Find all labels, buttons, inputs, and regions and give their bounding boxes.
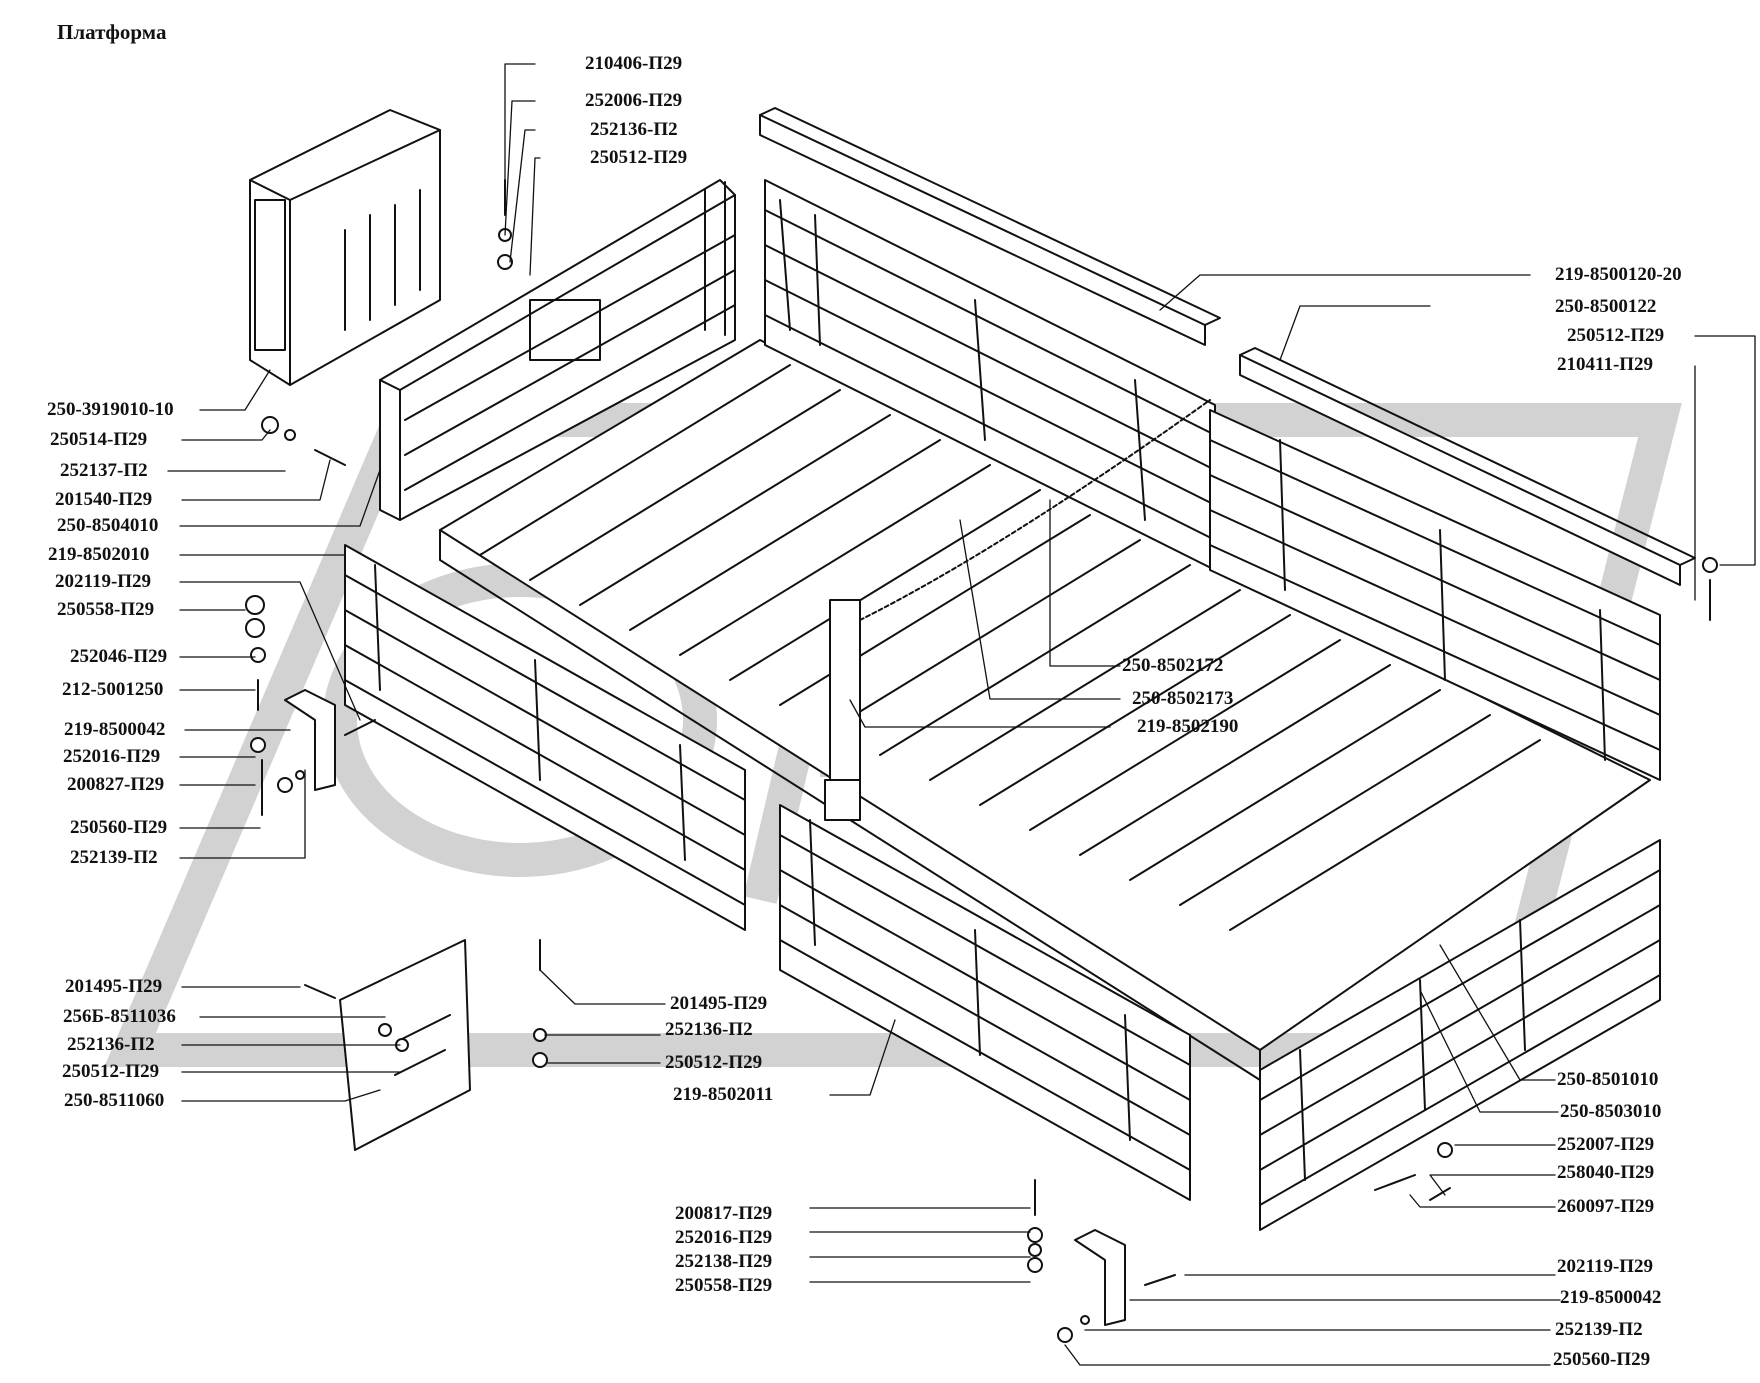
left-side-board xyxy=(344,544,746,931)
part-label: 252136-П2 xyxy=(67,1034,155,1055)
part-label: 252046-П29 xyxy=(70,646,168,667)
part-label: 201495-П29 xyxy=(670,993,768,1014)
part-label: 210411-П29 xyxy=(1557,354,1654,375)
part-label: 201540-П29 xyxy=(55,489,153,510)
part-label: 219-8500042 xyxy=(64,719,166,740)
part-label: 250-8503010 xyxy=(1560,1101,1662,1122)
part-label: 250512-П29 xyxy=(62,1061,160,1082)
bracket-left xyxy=(284,689,336,791)
part-label: 200817-П29 xyxy=(675,1203,773,1224)
part-label: 252007-П29 xyxy=(1557,1134,1655,1155)
part-label: 200827-П29 xyxy=(67,774,165,795)
part-label: 252016-П29 xyxy=(63,746,161,767)
leader-lines xyxy=(167,63,1756,1366)
part-label: 252006-П29 xyxy=(585,90,683,111)
part-label: 219-8500120-20 xyxy=(1555,264,1682,285)
part-label: 201495-П29 xyxy=(65,976,163,997)
part-label: 250-8511060 xyxy=(64,1090,165,1111)
bracket-right xyxy=(1074,1229,1126,1326)
part-label: 212-5001250 xyxy=(62,679,164,700)
part-label: 250560-П29 xyxy=(1553,1349,1651,1370)
part-label: 252136-П2 xyxy=(590,119,678,140)
part-label: 250512-П29 xyxy=(1567,325,1665,346)
front-board xyxy=(379,179,736,521)
tail-board xyxy=(1259,839,1661,1231)
part-label: 252139-П2 xyxy=(70,847,158,868)
part-label: 250512-П29 xyxy=(665,1052,763,1073)
front-side-board xyxy=(779,804,1191,1201)
part-label: 252139-П2 xyxy=(1555,1319,1643,1340)
part-label: 252137-П2 xyxy=(60,460,148,481)
part-label: 252016-П29 xyxy=(675,1227,773,1248)
part-label: 219-8502011 xyxy=(673,1084,774,1105)
part-label: 250558-П29 xyxy=(57,599,155,620)
part-label: 250-8501010 xyxy=(1557,1069,1659,1090)
part-label: 250514-П29 xyxy=(50,429,148,450)
chain-and-post xyxy=(824,399,1211,821)
part-label: 250512-П29 xyxy=(590,147,688,168)
part-label: 250558-П29 xyxy=(675,1275,773,1296)
part-label: 258040-П29 xyxy=(1557,1162,1655,1183)
part-label: 250-8502173 xyxy=(1132,688,1234,709)
part-label: 250-8502172 xyxy=(1122,655,1224,676)
page-title: Платформа xyxy=(57,20,167,44)
part-label: 219-8502190 xyxy=(1137,716,1239,737)
part-label: 250-3919010-10 xyxy=(47,399,174,420)
part-label: 219-8500042 xyxy=(1560,1287,1662,1308)
part-label: 219-8502010 xyxy=(48,544,150,565)
toolbox xyxy=(249,109,441,386)
part-label: 202119-П29 xyxy=(55,571,152,592)
part-label: 252138-П29 xyxy=(675,1251,773,1272)
top-rail xyxy=(759,107,1221,346)
part-label: 250560-П29 xyxy=(70,817,168,838)
part-label: 210406-П29 xyxy=(585,53,683,74)
part-label: 252136-П2 xyxy=(665,1019,753,1040)
right-side-board xyxy=(1209,409,1661,781)
part-label: 250-8504010 xyxy=(57,515,159,536)
part-label: 260097-П29 xyxy=(1557,1196,1655,1217)
part-label: 250-8500122 xyxy=(1555,296,1657,317)
part-label: 202119-П29 xyxy=(1557,1256,1654,1277)
part-label: 256Б-8511036 xyxy=(63,1006,176,1027)
fasteners xyxy=(245,179,1718,1343)
side-rail xyxy=(1239,347,1696,586)
